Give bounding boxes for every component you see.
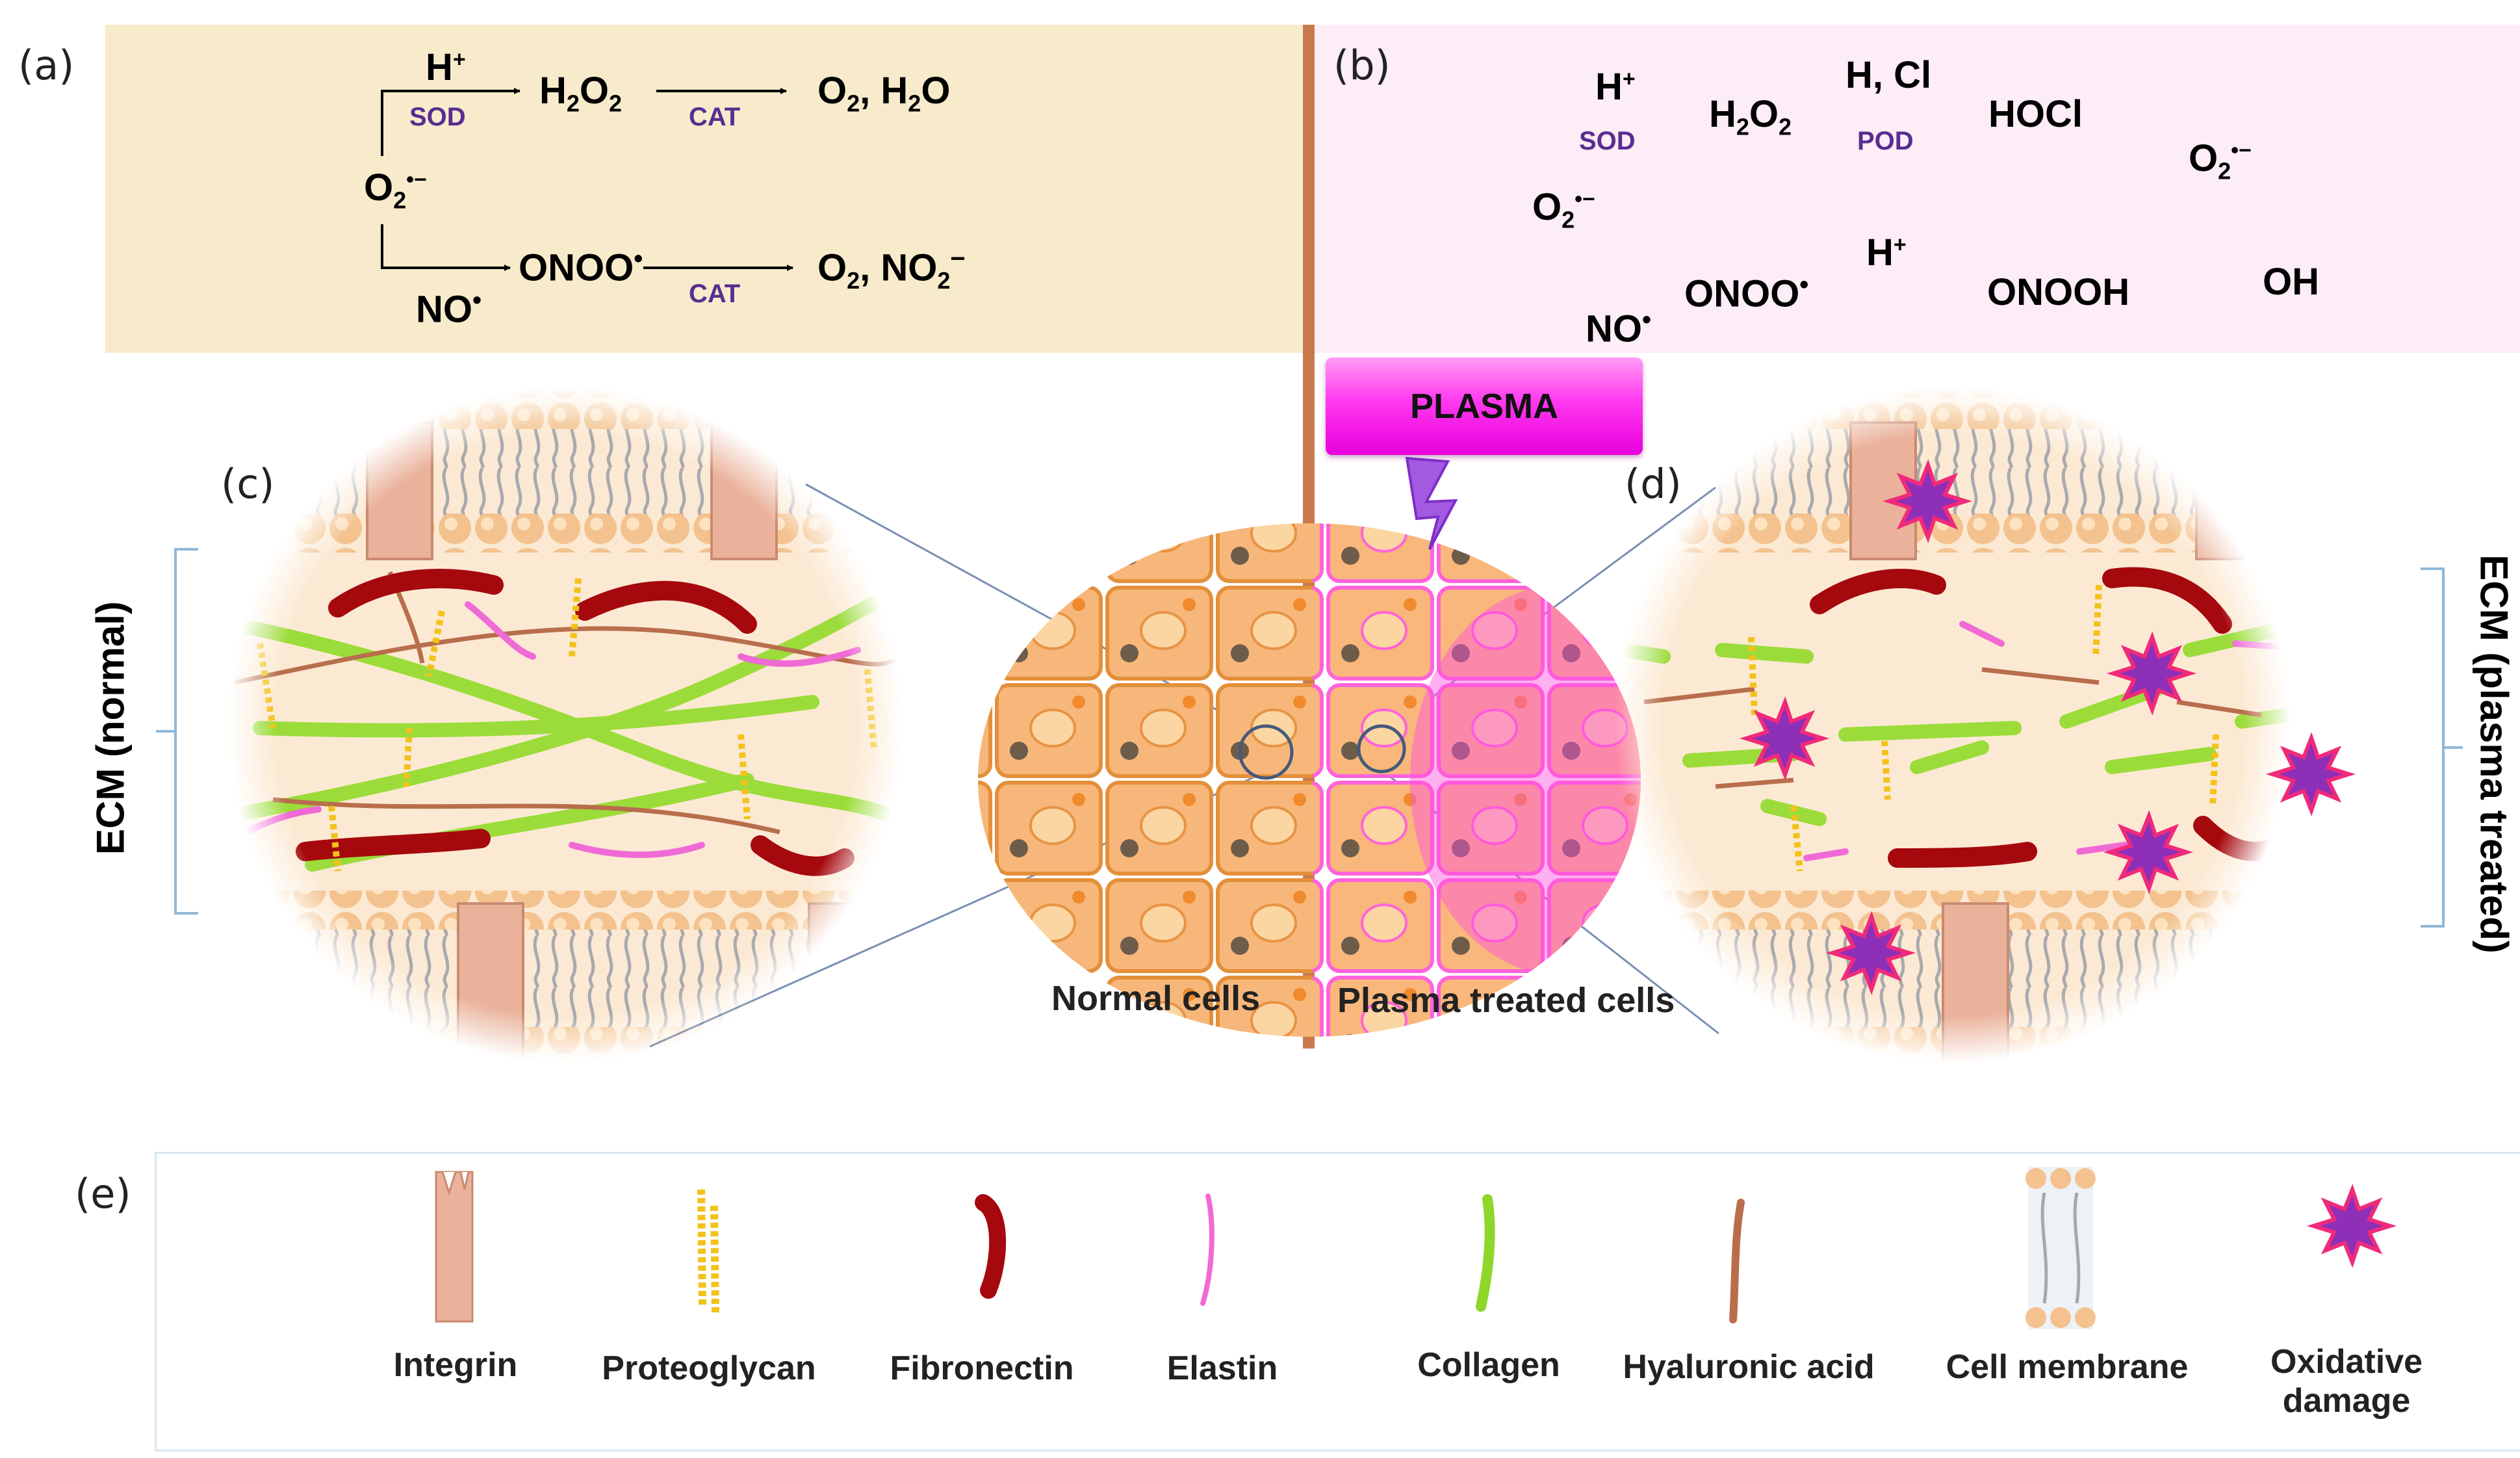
b-onoo: ONOO• [1684,270,1809,315]
integrin-icon [435,1171,474,1323]
panel-d-label: (d) [1625,460,1682,508]
legend-box: Integrin Proteoglycan Fibronectin Elasti… [155,1152,2520,1451]
b-hocl: HOCl [1988,93,2083,135]
damage-star [1739,696,1830,781]
legend-label-proteoglycan: Proteoglycan [602,1349,816,1387]
normal-cells-caption: Normal cells [1051,979,1261,1018]
proteoglycans-c [257,578,877,872]
zoom-circle-normal [1238,724,1294,780]
a-onoo: ONOO• [519,244,643,289]
damage-star [2103,810,2194,894]
legend-label-fibronectin: Fibronectin [890,1349,1074,1387]
collagen-icon [1476,1194,1495,1312]
legend-label-cell-membrane: Cell membrane [1946,1348,2189,1386]
bracket-normal [156,548,198,915]
treated-cells-caption: Plasma treated cells [1337,981,1675,1020]
a-h-plus: H+ [426,46,466,88]
b-superoxide: O2•− [1532,186,1595,233]
ecm-normal-circle [221,384,917,1073]
b-h-plus: H+ [1595,66,1636,108]
a-o2-no2: O2, NO2− [817,244,966,294]
ecm-treated-label: ECM (plasma treated) [2472,554,2516,954]
ecm-treated-circle [1608,384,2297,1073]
a-h2o2: H2O2 [539,70,623,117]
panel-c-label: (c) [221,460,275,508]
oxidative-damage-icon [2306,1184,2397,1268]
cell-cluster [978,523,1641,1037]
fibronectin-icon [975,1194,1007,1299]
legend-label-elastin: Elastin [1166,1349,1278,1387]
a-sod-label: SOD [409,103,466,131]
a-superoxide: O2•− [364,166,427,214]
proteoglycans-d [1748,584,2219,872]
cell-membrane-icon [2025,1167,2096,1329]
panel-b-label: (b) [1333,42,1391,89]
damage-star [2265,732,2356,816]
a-o2-h2o: O2, H2O [817,70,951,117]
panel-e-label: (e) [75,1170,131,1217]
a-cat-label-1: CAT [689,103,741,131]
proteoglycan-icon [697,1189,719,1314]
a-no: NO• [416,286,482,331]
b-sod-label: SOD [1579,127,1636,155]
b-superoxide-2: O2•− [2189,137,2252,185]
ecm-normal-label: ECM (normal) [88,601,133,855]
b-oh: OH [2263,261,2319,303]
zoom-circle-treated [1357,724,1406,774]
damage-star [2106,631,2197,716]
legend-label-collagen: Collagen [1417,1346,1560,1384]
b-h-cl: H, Cl [1845,54,1932,96]
legend-label-integrin: Integrin [393,1346,518,1384]
hyaluronic-acid-icon [1729,1199,1745,1323]
b-h-plus-2: H+ [1866,231,1907,274]
legend-label-oxidative-damage: Oxidative damage [2270,1343,2423,1420]
elastin-icon [1200,1193,1215,1306]
legend-label-hyaluronic-acid: Hyaluronic acid [1623,1348,1875,1386]
lightning-icon [1405,456,1458,550]
oxidative-damage-stars [1739,459,2356,995]
panel-b-background [1315,25,2520,353]
panel-a-background [105,25,1311,353]
a-cat-label-2: CAT [689,280,741,308]
bracket-treated [2421,567,2463,928]
panel-a-label: (a) [18,42,75,89]
legend-icons [435,1167,2397,1329]
plasma-badge: PLASMA [1326,358,1643,455]
ecm-illustration [156,384,2463,1073]
b-onooh: ONOOH [1987,271,2130,313]
b-no: NO• [1586,306,1652,350]
damage-star [1825,911,1916,995]
b-pod-label: POD [1857,127,1914,155]
panel-a-arrows [381,88,793,271]
b-h2o2: H2O2 [1709,93,1792,140]
damage-star [1882,459,1973,543]
